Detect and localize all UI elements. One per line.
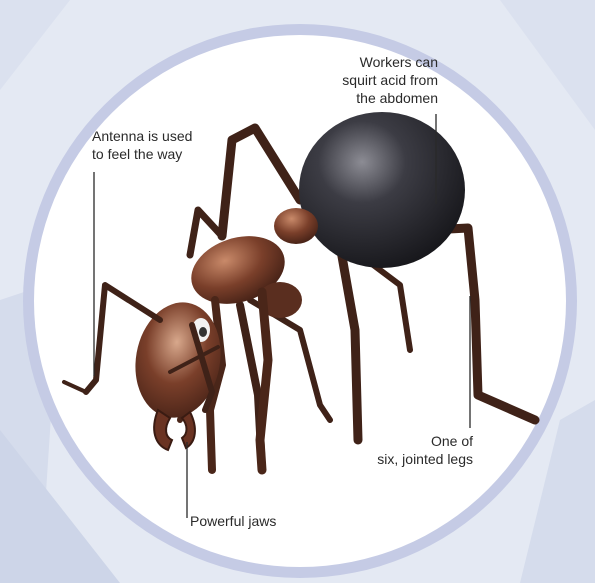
ant-abdomen — [299, 112, 465, 268]
label-jaws-line-1: Powerful jaws — [190, 512, 276, 530]
label-antenna-line-1: Antenna is used — [92, 127, 192, 145]
label-legs-line-2: six, jointed legs — [377, 450, 473, 468]
label-abdomen: Workers can squirt acid from the abdomen — [342, 53, 438, 107]
label-antenna-line-2: to feel the way — [92, 145, 192, 163]
label-legs: One of six, jointed legs — [377, 432, 473, 468]
label-abdomen-line-3: the abdomen — [342, 89, 438, 107]
label-jaws: Powerful jaws — [190, 512, 276, 530]
label-abdomen-line-1: Workers can — [342, 53, 438, 71]
label-legs-line-1: One of — [377, 432, 473, 450]
label-antenna: Antenna is used to feel the way — [92, 127, 192, 163]
label-abdomen-line-2: squirt acid from — [342, 71, 438, 89]
